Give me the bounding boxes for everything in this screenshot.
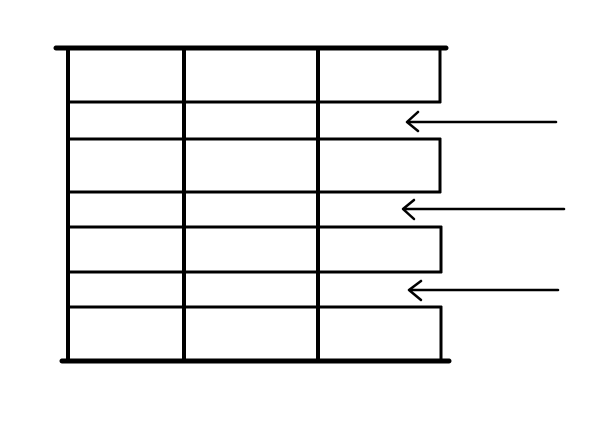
arrowhead-icon	[401, 198, 416, 221]
arrowhead-icon	[407, 279, 423, 302]
grid-structure	[53, 45, 452, 364]
arrows	[401, 110, 566, 302]
arrow-row-6	[407, 279, 560, 302]
arrow-row-4	[401, 198, 566, 221]
arrow-row-2	[405, 110, 558, 133]
arrowhead-icon	[405, 110, 420, 133]
